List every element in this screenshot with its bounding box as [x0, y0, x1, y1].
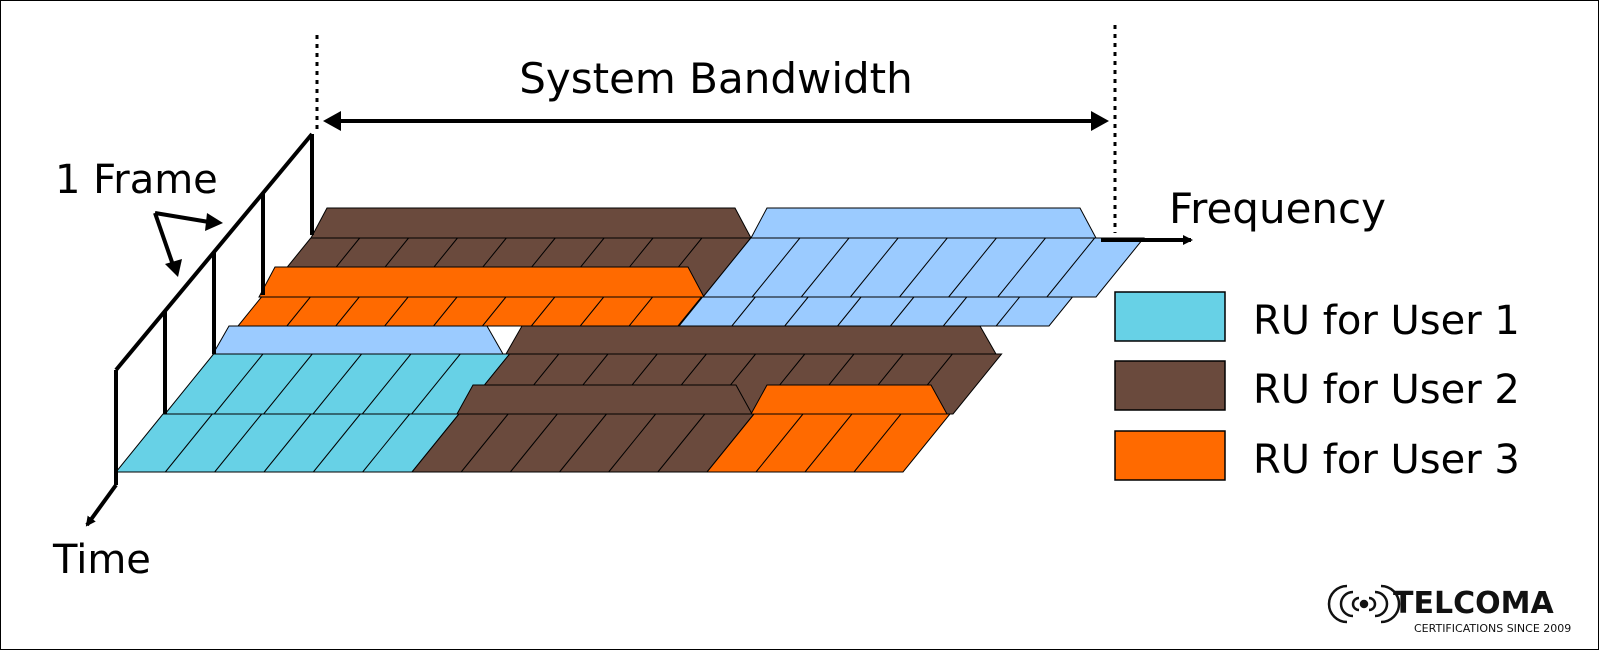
- cell-divider: [942, 296, 968, 327]
- axes: [85, 25, 1193, 527]
- signal-waves-icon: [1327, 584, 1401, 624]
- ru-block-user3: [236, 296, 703, 327]
- ru-block-user3-lid: [750, 384, 948, 415]
- legend: RU for User 1 RU for User 2 RU for User …: [1114, 291, 1520, 483]
- cell-divider: [890, 296, 915, 327]
- cell-divider: [628, 296, 653, 327]
- frequency-label: Frequency: [1169, 184, 1386, 233]
- cell-divider: [997, 237, 1046, 298]
- ru-block-lightblue: [677, 296, 1074, 327]
- one-frame-label: 1 Frame: [55, 157, 218, 203]
- cell-divider: [849, 237, 899, 298]
- cell-divider: [214, 413, 263, 473]
- cell-divider: [755, 413, 804, 473]
- cell-divider: [751, 237, 801, 298]
- ru-block-user3-lid: [258, 266, 705, 298]
- cell-divider: [837, 296, 862, 327]
- telcoma-logo: TELCOMA CERTIFICATIONS SINCE 2009: [1327, 584, 1571, 635]
- ru-block-lightblue-lid: [212, 325, 504, 355]
- frame-pointer-head: [165, 259, 182, 277]
- ru-block-user2-lid: [456, 384, 753, 415]
- ru-block-user2-lid: [505, 325, 997, 355]
- cell-divider: [509, 413, 558, 473]
- cell-divider: [164, 413, 213, 473]
- cell-divider: [411, 353, 461, 415]
- cell-divider: [800, 237, 850, 298]
- legend-label-user3: RU for User 3: [1253, 437, 1520, 483]
- frame-pointer-head: [205, 213, 223, 231]
- legend-swatch-user1: [1114, 291, 1226, 342]
- resource-unit-grid: [114, 207, 1145, 473]
- time-axis-arrow: [85, 483, 118, 527]
- ru-block-user2-lid: [310, 207, 752, 239]
- cell-divider: [433, 296, 458, 327]
- legend-swatch-user3: [1114, 430, 1226, 481]
- legend-label-user1: RU for User 1: [1253, 298, 1520, 344]
- cell-divider: [657, 413, 706, 473]
- cell-divider: [559, 413, 607, 473]
- cell-divider: [335, 296, 360, 327]
- cell-divider: [731, 296, 756, 327]
- cell-divider: [608, 413, 657, 473]
- cell-divider: [286, 296, 311, 327]
- cell-divider: [361, 353, 412, 415]
- legend-label-user2: RU for User 2: [1253, 367, 1520, 413]
- cell-divider: [482, 296, 507, 327]
- time-label: Time: [52, 537, 151, 583]
- frame-pointer-line: [154, 211, 210, 224]
- cell-divider: [263, 413, 312, 473]
- cell-divider: [804, 413, 853, 473]
- cell-divider: [948, 237, 997, 298]
- bandwidth-arrow-right-head: [1091, 111, 1109, 131]
- cell-divider: [995, 296, 1021, 327]
- logo-tagline: CERTIFICATIONS SINCE 2009: [1414, 622, 1571, 635]
- cell-divider: [899, 237, 948, 298]
- cell-divider: [312, 413, 361, 473]
- frame-pointer-line: [153, 212, 175, 266]
- cell-divider: [362, 413, 411, 473]
- cell-divider: [263, 353, 313, 415]
- cell-divider: [384, 296, 409, 327]
- cell-divider: [312, 353, 362, 415]
- cell-divider: [784, 296, 809, 327]
- system-bandwidth-label: System Bandwidth: [519, 54, 913, 103]
- ru-block-lightblue-lid: [750, 207, 1097, 239]
- logo-name: TELCOMA: [1393, 586, 1554, 621]
- cell-divider: [579, 296, 605, 327]
- cell-divider: [460, 413, 509, 473]
- cell-divider: [213, 353, 264, 415]
- cell-divider: [530, 296, 556, 327]
- bandwidth-arrow-left-head: [323, 111, 341, 131]
- cell-divider: [1046, 237, 1096, 298]
- legend-swatch-user2: [1114, 360, 1226, 411]
- cell-divider: [853, 413, 902, 473]
